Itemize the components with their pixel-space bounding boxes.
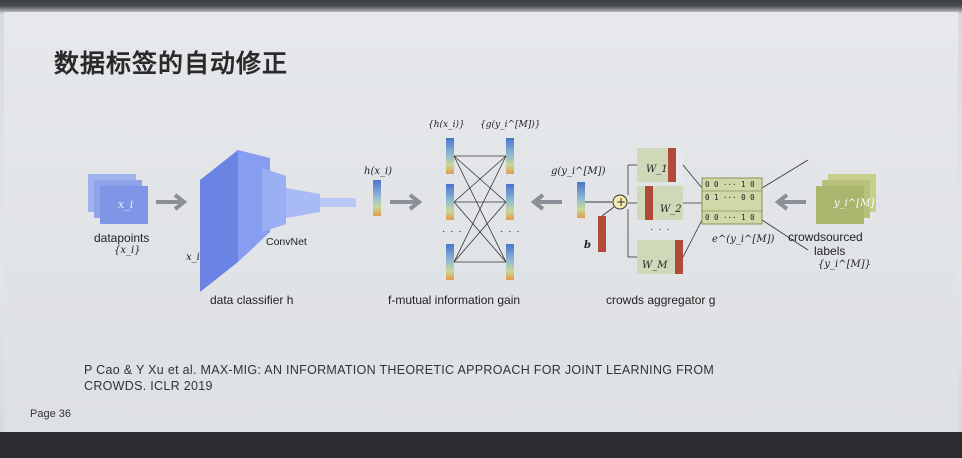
datapoints-set: {x_i}	[114, 245, 141, 256]
citation-line-1: P Cao & Y Xu et al. MAX-MIG: AN INFORMAT…	[84, 363, 715, 377]
h-output-bar	[373, 180, 381, 216]
fmig-label: f-mutual information gain	[388, 293, 521, 307]
page-number: Page 36	[30, 408, 71, 420]
bias-label: b	[584, 240, 591, 251]
weight-matrices	[627, 148, 809, 274]
convnet-label: ConvNet	[266, 236, 307, 248]
aggregator-label: crowds aggregator g	[606, 293, 716, 307]
onehot-row-2: 0 1 ··· 0 0	[705, 193, 755, 202]
citation: P Cao & Y Xu et al. MAX-MIG: AN INFORMAT…	[84, 362, 844, 394]
slide-title: 数据标签的自动修正	[54, 49, 289, 78]
crowd-label-symbol: y_i^[M]	[834, 198, 875, 209]
crowd-labels-stack-icon	[816, 174, 876, 224]
input-symbol: x_i	[186, 252, 200, 263]
h-set-label: {h(x_i)}	[428, 120, 465, 130]
ellipsis-left: · · ·	[442, 226, 463, 237]
w1-label: W_1	[646, 164, 668, 175]
onehot-matrix	[701, 177, 763, 225]
labels-label: labels	[814, 244, 846, 258]
h-output-label: h(x_i)	[364, 166, 393, 177]
bias-bar	[598, 216, 606, 252]
citation-line-2: CROWDS. ICLR 2019	[84, 379, 213, 393]
g-set-label: {g(y_i^[M])}	[480, 120, 541, 130]
classifier-label: data classifier h	[210, 293, 294, 307]
arrow-right-icon	[390, 193, 423, 211]
arrow-left-icon	[530, 193, 562, 211]
g-output-bar	[577, 182, 585, 218]
presentation-slide	[4, 12, 958, 432]
sum-node-icon	[612, 194, 628, 210]
fmig-network	[446, 138, 514, 280]
svg-text:+: +	[616, 195, 626, 209]
onehot-row-3: 0 0 ··· 1 0	[705, 213, 755, 222]
datapoint-symbol: x_i	[118, 198, 134, 211]
arrow-right-icon	[156, 193, 188, 211]
screen-bottom-edge	[0, 432, 962, 458]
arrow-left-icon	[774, 193, 806, 211]
onehot-row-1: 0 0 ··· 1 0	[705, 180, 755, 189]
ellipsis-weights: · · ·	[650, 224, 671, 235]
embedding-label: e^(y_i^[M])	[712, 234, 775, 245]
crowd-set: {y_i^[M]}	[818, 259, 871, 270]
ellipsis-right: · · ·	[500, 226, 521, 237]
datapoints-label: datapoints	[94, 231, 150, 245]
crowdsourced-label: crowdsourced	[788, 230, 863, 244]
datapoints-stack-icon	[88, 174, 148, 224]
w2-label: W_2	[660, 204, 682, 215]
wm-label: W_M	[642, 260, 668, 271]
g-output-label: g(y_i^[M])	[551, 166, 606, 177]
convnet-icon	[200, 150, 356, 292]
